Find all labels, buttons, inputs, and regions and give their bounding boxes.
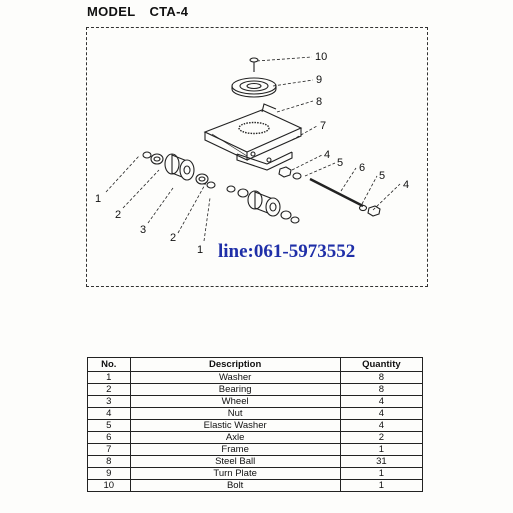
callout-1b: 1 [197, 244, 203, 256]
leader-10 [256, 56, 313, 62]
callout-9: 9 [316, 74, 322, 86]
row-quantity: 2 [339, 431, 424, 444]
leader-8 [276, 100, 314, 113]
row-description: Bolt [129, 479, 341, 492]
leader-3 [147, 187, 174, 224]
turn-plate-part [231, 77, 277, 98]
steel-ball-ring [238, 121, 270, 135]
model-code: CTA-4 [149, 4, 189, 19]
table-row: 9 Turn Plate 1 [87, 467, 424, 480]
table-header-row: No. Description Quantity [87, 357, 424, 372]
callout-4b: 4 [403, 179, 409, 191]
callout-6: 6 [359, 162, 365, 174]
table-row: 3 Wheel 4 [87, 395, 424, 408]
row-description: Elastic Washer [129, 419, 341, 432]
right-side-parts [278, 166, 381, 217]
row-description: Frame [129, 443, 341, 456]
table-row: 10 Bolt 1 [87, 479, 424, 492]
frame-part [203, 103, 303, 171]
row-no: 1 [87, 371, 131, 384]
table-row: 5 Elastic Washer 4 [87, 419, 424, 432]
table-row: 4 Nut 4 [87, 407, 424, 420]
row-quantity: 4 [339, 419, 424, 432]
row-quantity: 8 [339, 371, 424, 384]
table-row: 6 Axle 2 [87, 431, 424, 444]
table-row: 1 Washer 8 [87, 371, 424, 384]
header-description: Description [129, 357, 341, 372]
callout-5b: 5 [379, 170, 385, 182]
row-description: Bearing [129, 383, 341, 396]
row-no: 8 [87, 455, 131, 468]
leader-6 [340, 167, 357, 192]
row-quantity: 8 [339, 383, 424, 396]
row-no: 6 [87, 431, 131, 444]
header-no: No. [87, 357, 131, 372]
callout-2b: 2 [170, 232, 176, 244]
parts-table: No. Description Quantity 1 Washer 8 2 Be… [87, 357, 424, 492]
callout-4a: 4 [324, 149, 330, 161]
row-no: 10 [87, 479, 131, 492]
table-row: 7 Frame 1 [87, 443, 424, 456]
row-no: 2 [87, 383, 131, 396]
leader-2a [122, 169, 160, 209]
bolt-part [249, 57, 259, 72]
leader-9 [272, 79, 314, 87]
contact-watermark: line:061-5973552 [218, 241, 356, 262]
row-description: Axle [129, 431, 341, 444]
callout-7: 7 [320, 120, 326, 132]
callout-8: 8 [316, 96, 322, 108]
row-description: Washer [129, 371, 341, 384]
model-heading: MODEL CTA-4 [87, 4, 188, 19]
header-quantity: Quantity [339, 357, 424, 372]
row-quantity: 4 [339, 395, 424, 408]
row-no: 4 [87, 407, 131, 420]
leader-5b [361, 175, 378, 205]
exploded-diagram: 10 9 8 7 4 5 6 5 4 1 2 3 2 1 [86, 27, 428, 287]
leader-1a [105, 155, 140, 193]
row-quantity: 31 [339, 455, 424, 468]
row-quantity: 1 [339, 479, 424, 492]
row-quantity: 4 [339, 407, 424, 420]
leader-4a [291, 154, 323, 171]
exploded-drawing: 10 9 8 7 4 5 6 5 4 1 2 3 2 1 [95, 51, 409, 256]
row-description: Nut [129, 407, 341, 420]
callout-1a: 1 [95, 193, 101, 205]
row-quantity: 1 [339, 443, 424, 456]
leader-4b [372, 183, 401, 211]
row-no: 5 [87, 419, 131, 432]
row-description: Steel Ball [129, 455, 341, 468]
callout-10: 10 [315, 51, 327, 63]
leader-2b [177, 180, 208, 234]
callout-3: 3 [140, 224, 146, 236]
row-quantity: 1 [339, 467, 424, 480]
table-row: 8 Steel Ball 31 [87, 455, 424, 468]
left-wheel-assembly [142, 151, 216, 189]
callout-5a: 5 [337, 157, 343, 169]
table-row: 2 Bearing 8 [87, 383, 424, 396]
row-description: Wheel [129, 395, 341, 408]
leader-5a [304, 162, 336, 177]
callout-2a: 2 [115, 209, 121, 221]
row-description: Turn Plate [129, 467, 341, 480]
row-no: 3 [87, 395, 131, 408]
model-label: MODEL [87, 4, 136, 19]
right-wheel-assembly [226, 185, 300, 224]
row-no: 9 [87, 467, 131, 480]
row-no: 7 [87, 443, 131, 456]
leader-1b [203, 197, 211, 242]
